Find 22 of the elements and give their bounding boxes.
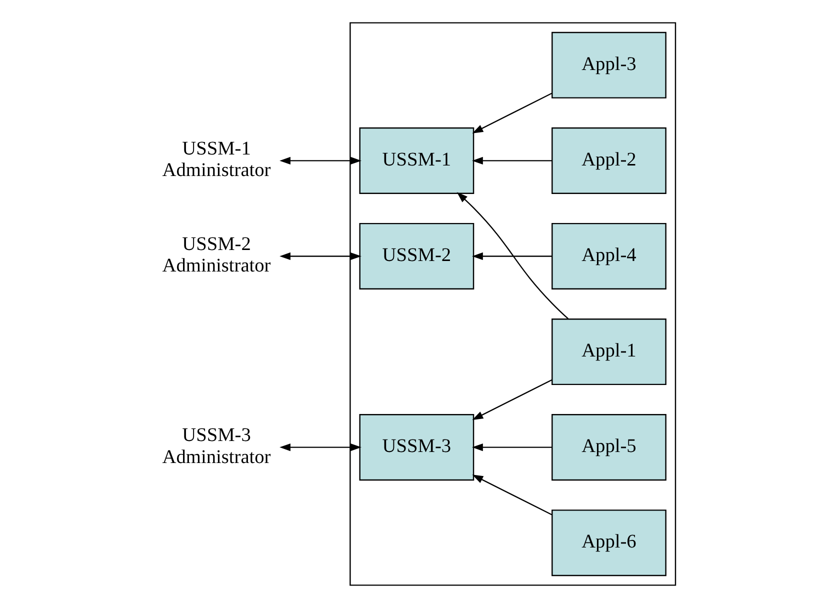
arrow (472, 252, 552, 260)
node-box: USSM-1 (359, 127, 474, 194)
arrow (472, 379, 552, 420)
arrow (280, 252, 362, 260)
node-box: Appl-5 (552, 414, 666, 481)
node-box: Appl-6 (552, 510, 666, 576)
node-text: USSM-1 Administrator (162, 138, 271, 182)
arrow (280, 444, 362, 452)
node-box: Appl-4 (552, 222, 666, 290)
node-text: USSM-3 Administrator (162, 425, 271, 468)
node-box: USSM-2 (359, 222, 474, 290)
node-box: Appl-3 (552, 32, 666, 98)
node-text: USSM-2 Administrator (162, 234, 271, 277)
node-box: Appl-1 (552, 318, 666, 386)
arrow (456, 192, 569, 320)
node-box: USSM-3 (359, 414, 474, 481)
arrow (472, 474, 552, 516)
node-box: Appl-2 (552, 127, 666, 194)
arrow (472, 444, 552, 452)
arrow (472, 156, 552, 164)
arrow (280, 156, 362, 164)
arrow (472, 92, 552, 134)
